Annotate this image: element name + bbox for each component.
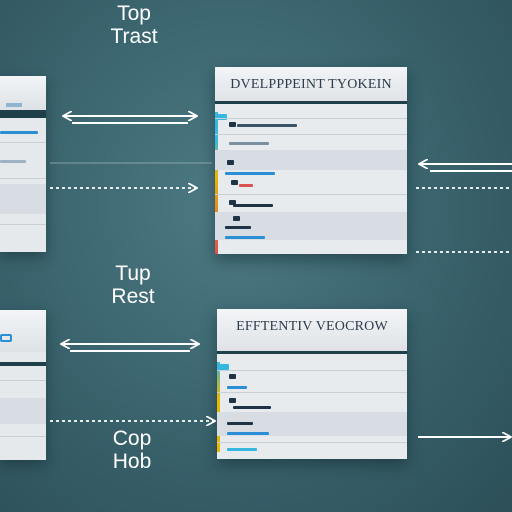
lower-card-title: EFFTENTIV VEOCROW [217,309,407,354]
lower-double-arrow [62,344,198,352]
label-cop-hob-line1: Cop [112,427,152,450]
right-upper-double-arrow [420,164,512,172]
label-tup-rest: Tup Rest [83,262,183,308]
label-top-trast-line1: Top [117,2,151,25]
left-upper-card [0,76,46,252]
upper-double-arrow [64,116,196,124]
label-tup-rest-line2: Rest [111,285,155,308]
lower-process-card: EFFTENTIV VEOCROW [217,309,407,459]
lower-card-body [217,362,407,459]
label-top-trast: Top Trast [84,2,184,48]
upper-card-title: DVELPPPEINT TYOKEIN [215,67,407,104]
upper-process-card: DVELPPPEINT TYOKEIN [215,67,407,254]
left-lower-card [0,310,46,460]
label-cop-hob-line2: Hob [112,450,152,473]
label-tup-rest-line1: Tup [115,262,151,285]
label-top-trast-line2: Trast [110,25,158,48]
upper-card-body [215,112,407,254]
label-cop-hob: Cop Hob [82,427,182,473]
